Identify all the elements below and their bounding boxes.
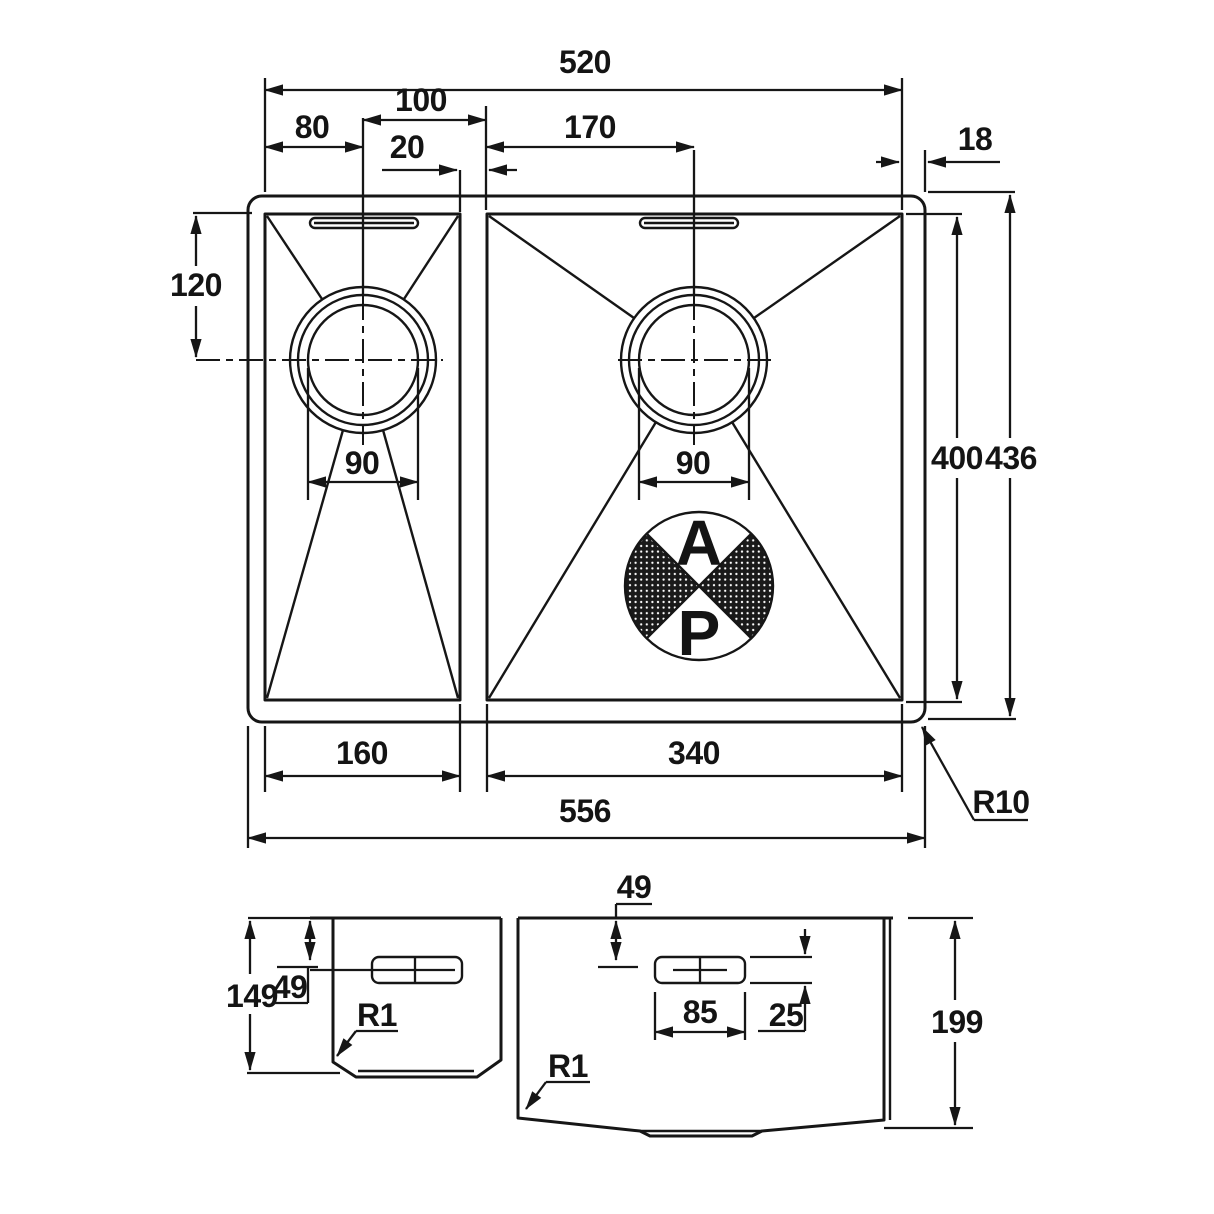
dim-49-left: 49 [273, 920, 318, 1005]
dim-r10-label: R10 [972, 784, 1029, 820]
abode-logo: A P [623, 507, 775, 669]
dim-18: 18 [876, 121, 1000, 192]
dim-400: 400 [906, 212, 983, 704]
logo-letter-p: P [678, 597, 721, 669]
dim-49-left-label: 49 [273, 969, 308, 1005]
dim-100: 100 [362, 82, 488, 210]
dim-49-right-label: 49 [617, 869, 652, 905]
plan-view: A P 520 100 80 170 [170, 44, 1037, 848]
dim-120-label: 120 [170, 267, 222, 303]
dim-90-right: 90 [637, 368, 751, 500]
dim-170-label: 170 [564, 109, 616, 145]
dim-49-right: 49 [598, 869, 652, 969]
logo-right-sector [699, 533, 773, 639]
logo-left-sector [625, 533, 699, 639]
dim-520-label: 520 [559, 44, 611, 80]
dim-90-right-label: 90 [676, 445, 711, 481]
dim-90-left-label: 90 [345, 445, 380, 481]
dim-556: 556 [246, 726, 927, 848]
large-bowl-profile [516, 918, 892, 1138]
side-view: 149 49 49 85 [226, 869, 983, 1138]
callout-r10: R10 [920, 726, 1030, 822]
dim-100-label: 100 [395, 82, 447, 118]
dim-340: 340 [485, 704, 904, 792]
logo-circle [623, 510, 775, 662]
dim-436-label: 436 [985, 440, 1037, 476]
dim-160-label: 160 [336, 735, 388, 771]
dim-120: 120 [170, 211, 252, 358]
right-overflow-slot [638, 216, 740, 230]
dim-90-left: 90 [306, 368, 420, 500]
dim-556-label: 556 [559, 793, 611, 829]
small-bowl-overflow [310, 955, 464, 985]
centerlines [196, 118, 772, 445]
sink-outer-rim [246, 194, 927, 724]
dim-199: 199 [884, 920, 983, 1130]
callout-r1-right: R1 [525, 1048, 590, 1110]
dim-149: 149 [226, 920, 340, 1075]
dim-340-label: 340 [668, 735, 720, 771]
dim-520: 520 [263, 44, 904, 210]
bowl-corner-lines [265, 215, 902, 699]
small-bowl-profile [331, 918, 503, 1079]
dim-25-label: 25 [769, 997, 804, 1033]
dim-400-label: 400 [931, 440, 983, 476]
dim-199-label: 199 [931, 1004, 983, 1040]
dim-25: 25 [750, 929, 812, 1033]
dim-r1-right-label: R1 [548, 1048, 588, 1084]
dim-85: 85 [653, 992, 747, 1040]
logo-letter-a: A [676, 507, 722, 579]
dim-149-label: 149 [226, 978, 278, 1014]
dim-20-label: 20 [390, 129, 425, 165]
dim-20: 20 [382, 129, 517, 212]
dim-80: 80 [264, 109, 364, 153]
dim-r1-left-label: R1 [357, 997, 397, 1033]
callout-r1-left: R1 [336, 997, 398, 1057]
dim-170: 170 [485, 109, 695, 153]
dim-85-label: 85 [683, 994, 718, 1030]
dim-436: 436 [928, 190, 1037, 721]
dim-160: 160 [263, 704, 462, 792]
large-bowl-overflow [653, 955, 747, 985]
dim-80-label: 80 [295, 109, 330, 145]
dim-18-label: 18 [958, 121, 993, 157]
